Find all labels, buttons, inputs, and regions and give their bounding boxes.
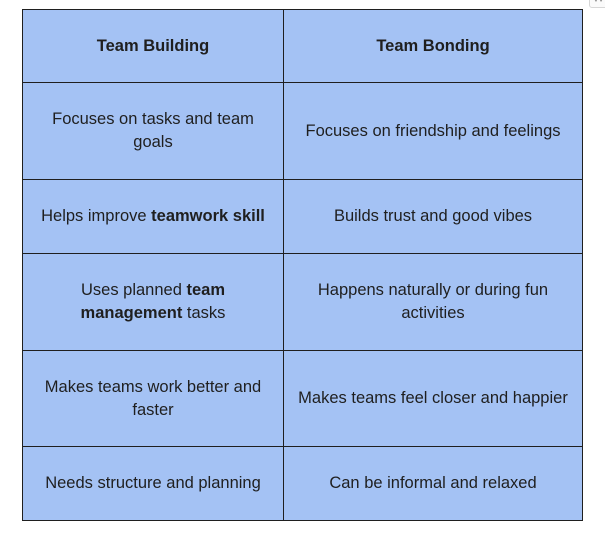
cell-bold-text: team management [80,281,226,322]
header-team-bonding: Team Bonding [283,9,583,83]
table-row: Helps improve teamwork skill Builds trus… [22,179,583,254]
cell-text: Helps improve [41,207,152,225]
cell-text: Uses planned [80,281,187,299]
table-cell: Focuses on friendship and feelings [283,82,583,180]
table-row: Focuses on tasks and team goals Focuses … [22,82,583,180]
table-cell: Can be informal and relaxed [283,446,583,521]
drag-handle-icon[interactable]: •• [589,0,605,8]
table-row: Uses planned team management tasks Happe… [22,253,583,351]
table-row: Needs structure and planning Can be info… [22,446,583,521]
table-header-row: Team Building Team Bonding [22,9,583,83]
header-team-building: Team Building [22,9,284,83]
table-cell: Helps improve teamwork skill [22,179,284,254]
table-cell: Makes teams feel closer and happier [283,350,583,447]
table-cell: Builds trust and good vibes [283,179,583,254]
table-cell: Makes teams work better and faster [22,350,284,447]
cell-bold-text: teamwork skill [151,207,265,225]
table-cell: Focuses on tasks and team goals [22,82,284,180]
comparison-table: Team Building Team Bonding Focuses on ta… [22,9,583,521]
cell-text: tasks [182,304,226,322]
table-cell: Uses planned team management tasks [22,253,284,351]
table-row: Makes teams work better and faster Makes… [22,350,583,447]
table-cell: Happens naturally or during fun activiti… [283,253,583,351]
table-cell: Needs structure and planning [22,446,284,521]
